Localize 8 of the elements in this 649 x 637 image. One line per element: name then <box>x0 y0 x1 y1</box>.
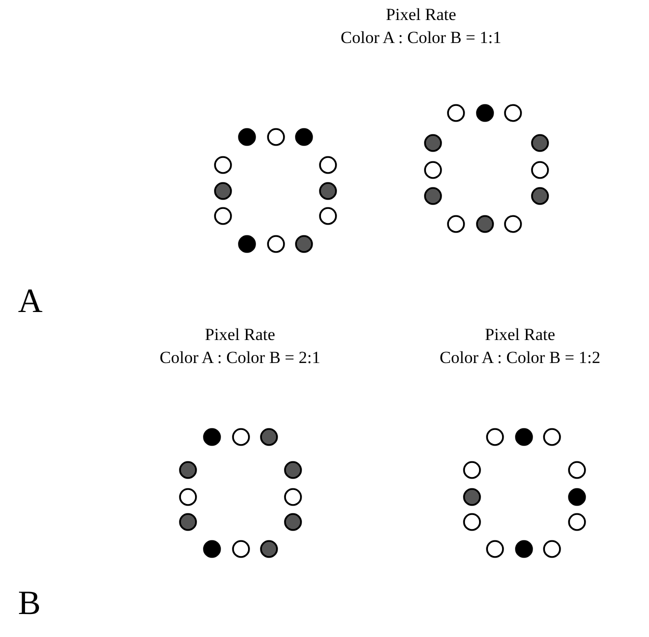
heading-text: Pixel Rate <box>204 325 276 345</box>
ratio-text: Color A : Color B = 2:1 <box>160 348 320 368</box>
panel-letter: A <box>18 283 43 321</box>
panel-letter: B <box>18 585 41 623</box>
ratio-text: Color A : Color B = 1:1 <box>340 28 502 48</box>
ratio-text: Color A : Color B = 1:2 <box>440 348 600 368</box>
heading-text: Pixel Rate <box>386 5 456 25</box>
heading-text: Pixel Rate <box>484 325 556 345</box>
